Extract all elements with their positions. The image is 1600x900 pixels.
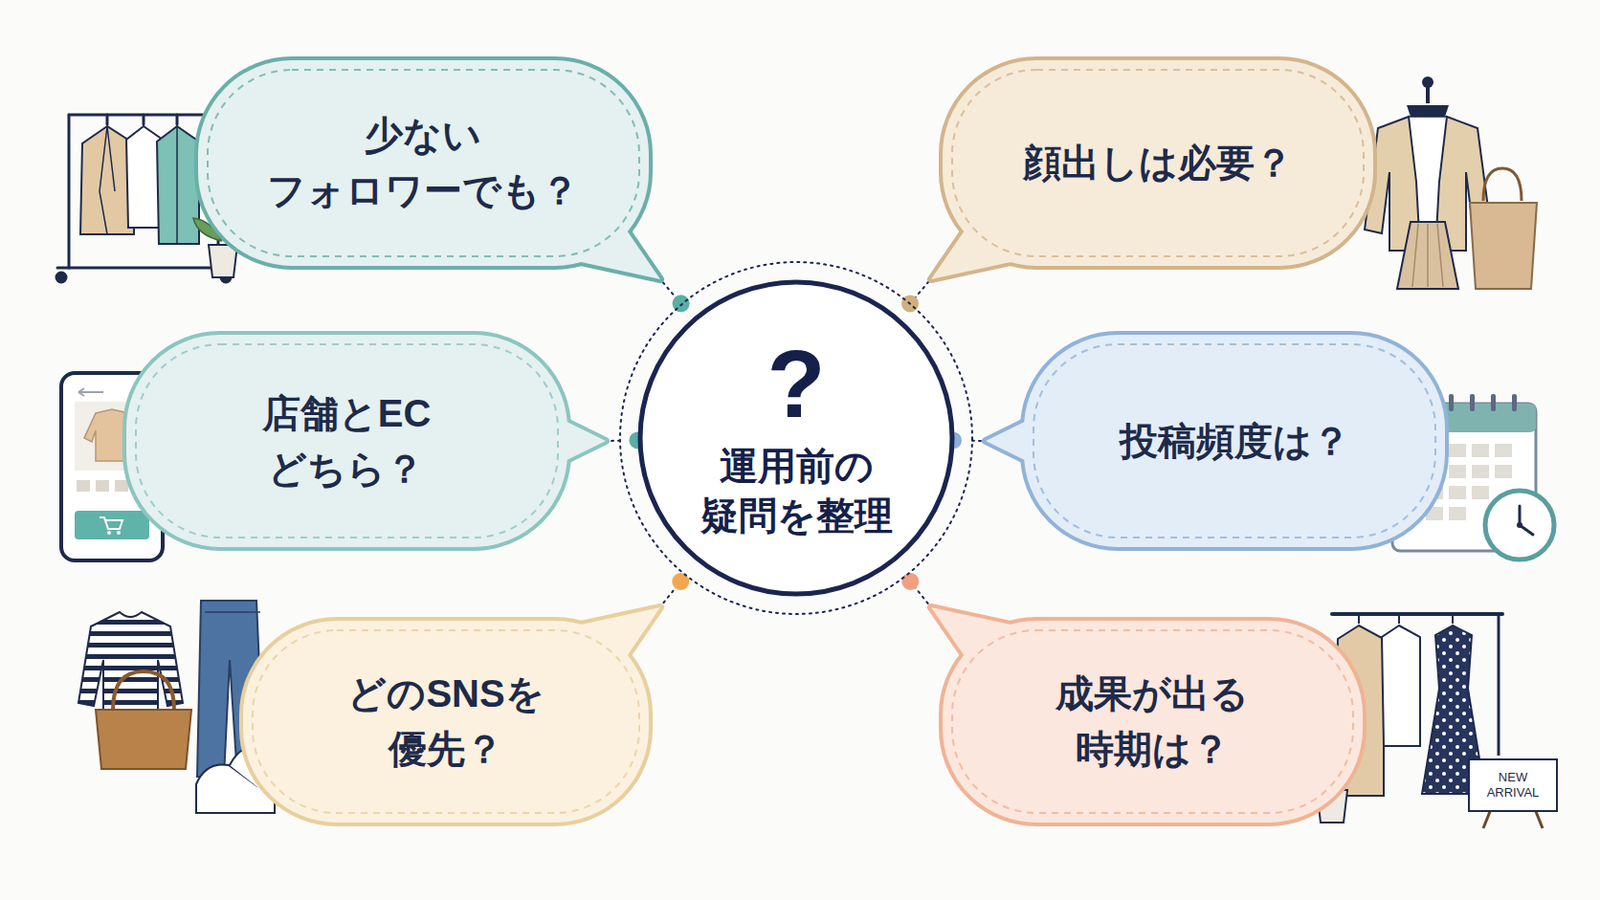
bubble-outline [122,331,572,552]
speech-bubble: 投稿頻度は？ [1020,331,1449,552]
text-group: 投稿頻度は？ [1119,413,1351,469]
text-group: 顔出しは必要？ [1022,134,1293,191]
text-group: 店舗とEC どちら？ [262,385,432,497]
speech-bubble: 成果が出る 時期は？ [938,617,1367,827]
text-group: 成果が出る 時期は？ [1055,666,1249,778]
sign-text: NEW ARRIVAL [1487,770,1540,802]
dotted-connector [901,573,931,608]
connector-dot [901,573,919,591]
question-mark: ? [766,335,825,432]
text-group: 少ない フォロワーでも？ [266,107,579,219]
bubble-text: 顔出しは必要？ [1022,134,1293,191]
bubble-text: 少ない フォロワーでも？ [266,107,579,219]
bubble-outline [938,617,1367,827]
text-group: どのSNSを 優先？ [347,666,544,778]
mannequin-outfit [1364,76,1537,289]
dotted-connector [901,279,932,313]
bubble-text: 運用前の 疑問を整理 [700,441,893,541]
dotted-connector [660,279,690,313]
bubble-outline [194,56,653,270]
circle-outline [637,279,956,598]
speech-bubble: 少ない フォロワーでも？ [194,56,653,270]
dotted-connector [660,573,689,607]
speech-bubble: 顔出しは必要？ [938,56,1378,270]
speech-bubble: 店舗とEC どちら？ [122,331,572,552]
bubble-text: 店舗とEC どちら？ [262,385,432,497]
bubble-text: 投稿頻度は？ [1119,413,1351,469]
bubble-outline [239,617,653,827]
hub-circle: ?運用前の 疑問を整理 [637,279,956,598]
text-group: ?運用前の 疑問を整理 [700,335,893,541]
bubble-text: どのSNSを 優先？ [347,666,544,778]
bubble-text: 成果が出る 時期は？ [1055,666,1249,778]
speech-bubble: どのSNSを 優先？ [239,617,653,827]
